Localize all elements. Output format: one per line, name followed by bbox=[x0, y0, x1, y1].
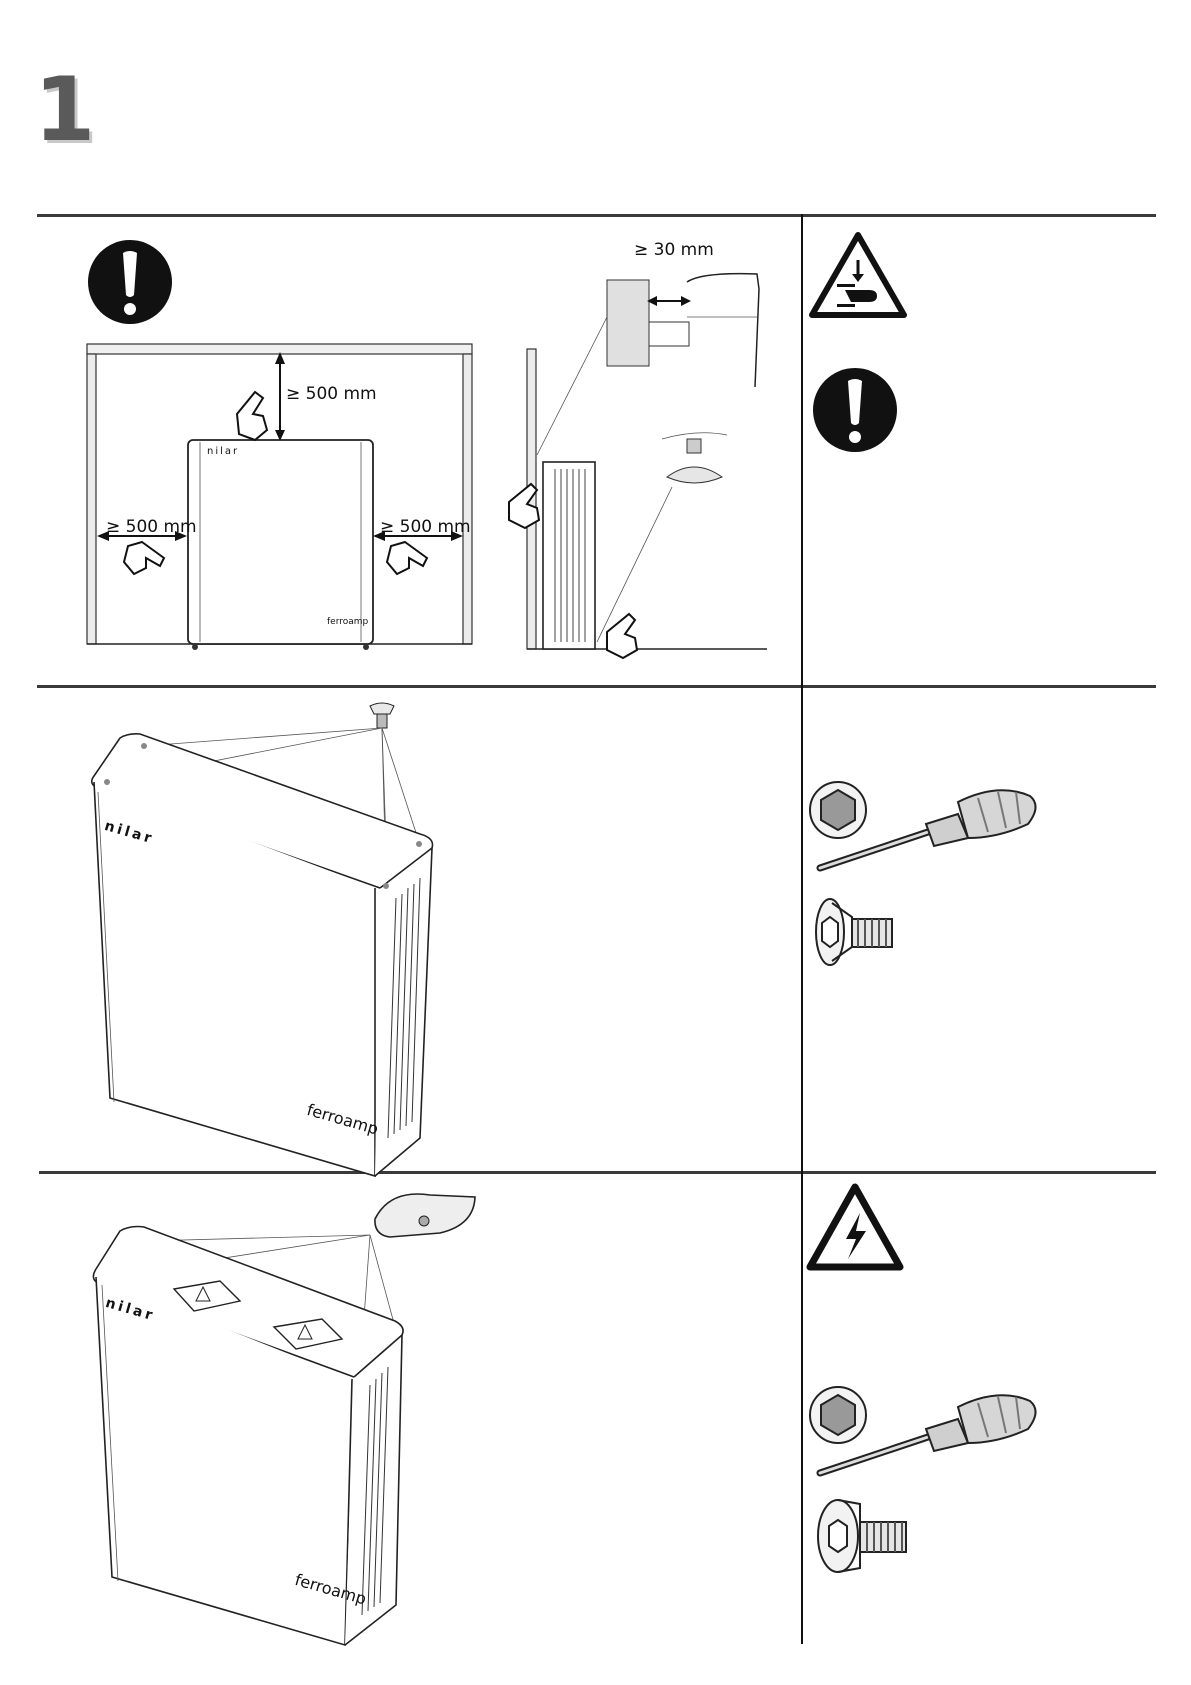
hex-screwdriver-icon bbox=[808, 780, 1048, 876]
cabinet-top-screws-diagram bbox=[80, 698, 460, 1158]
high-voltage-warning-icon bbox=[806, 1183, 904, 1271]
front-brand-ferroamp: ferroamp bbox=[327, 617, 368, 627]
exclamation-icon bbox=[87, 239, 173, 325]
clearance-wall-label: ≥ 30 mm bbox=[634, 240, 714, 260]
clearance-top-label: ≥ 500 mm bbox=[286, 384, 377, 404]
exclamation-icon bbox=[812, 367, 898, 453]
panel-placement: ≥ 500 mm ≥ 500 mm ≥ 500 mm nilar ferroam… bbox=[37, 217, 801, 685]
socket-cap-screw-icon bbox=[812, 1494, 922, 1579]
hand-crush-warning-icon bbox=[809, 232, 907, 318]
countersunk-hex-screw-icon bbox=[812, 895, 902, 970]
cabinet-top-covers-diagram bbox=[90, 1185, 480, 1625]
clearance-right-label: ≥ 500 mm bbox=[380, 517, 471, 537]
front-brand-nilar: nilar bbox=[207, 446, 239, 457]
clearance-left-label: ≥ 500 mm bbox=[106, 517, 197, 537]
hex-screwdriver-icon bbox=[808, 1385, 1048, 1481]
middle-divider-1 bbox=[37, 685, 1156, 688]
side-clearance-diagram bbox=[527, 237, 807, 662]
step-number: 1 bbox=[34, 66, 95, 154]
middle-divider-2 bbox=[39, 1171, 1156, 1174]
